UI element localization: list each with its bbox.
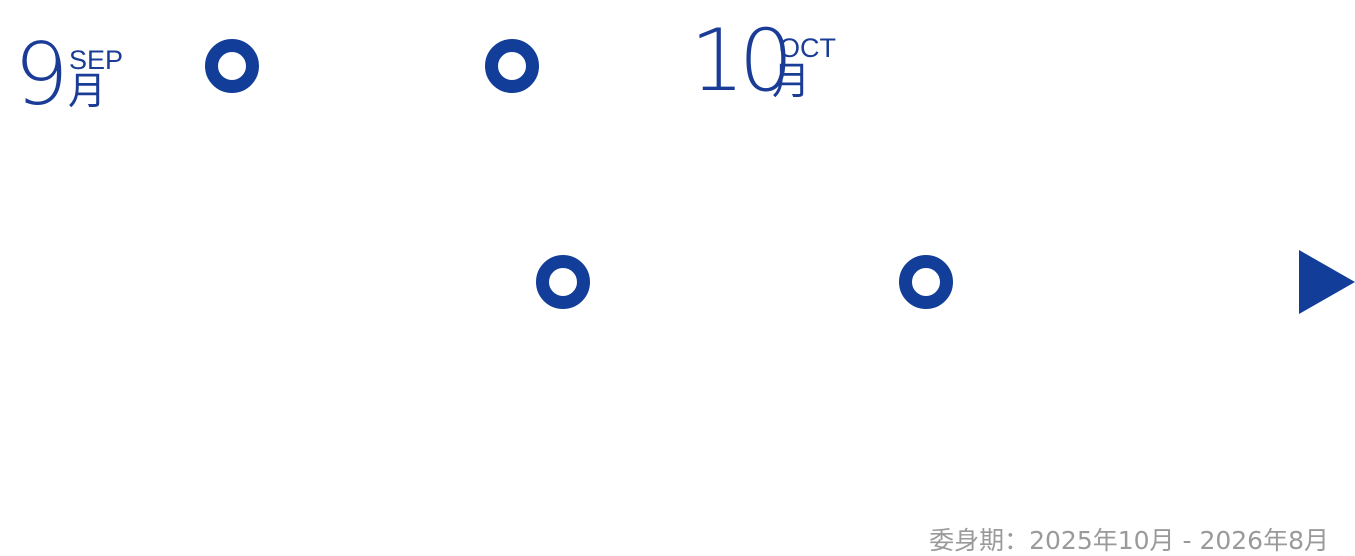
month-abbr: OCT (779, 33, 836, 63)
timeline-ring-marker (536, 255, 590, 309)
month-label-sep: 9 SEP 月 (14, 32, 134, 122)
month-suffix: 月 (772, 59, 811, 103)
month-number: 9 (14, 25, 69, 125)
commitment-period-text: 委身期：2025年10月 - 2026年8月 (929, 526, 1329, 555)
timeline-ring-marker (899, 255, 953, 309)
timeline-ring-marker (485, 39, 539, 93)
timeline-ring-marker (205, 39, 259, 93)
month-suffix: 月 (68, 69, 107, 113)
month-label-oct: 10 OCT 月 (690, 18, 850, 108)
play-triangle-icon[interactable] (1299, 250, 1355, 314)
month-abbr: SEP (69, 45, 124, 75)
month-number: 10 (690, 11, 793, 111)
